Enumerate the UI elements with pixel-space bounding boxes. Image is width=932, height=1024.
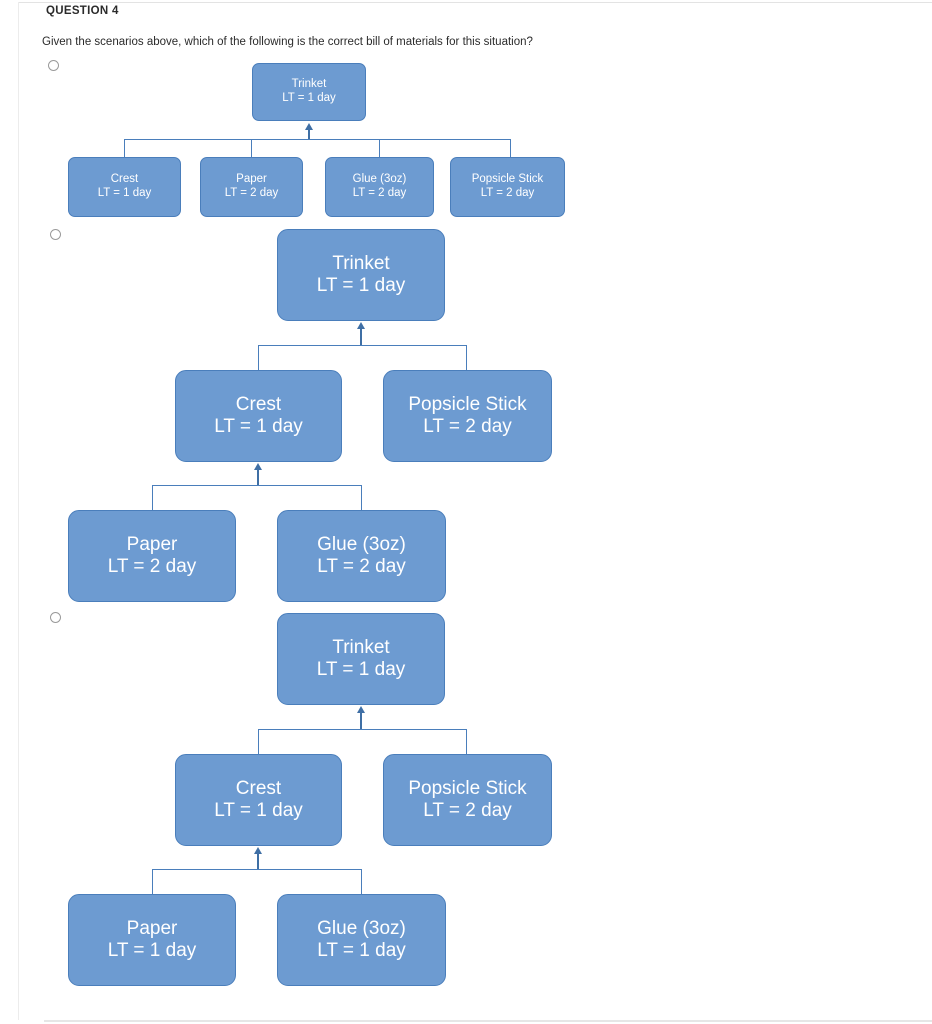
node-paper-c: Paper LT = 1 day [68,894,236,986]
node-lead-time: LT = 2 day [423,800,512,821]
node-title: Popsicle Stick [408,777,527,799]
node-trinket-a: Trinket LT = 1 day [252,63,366,121]
node-crest-c: Crest LT = 1 day [175,754,342,846]
node-popsicle-stick-a: Popsicle Stick LT = 2 day [450,157,565,217]
top-divider [18,2,932,3]
node-crest-a: Crest LT = 1 day [68,157,181,217]
arrow-to-crest-b [254,463,262,470]
connector-drop-a-4 [510,139,511,157]
node-title: Paper [236,173,267,186]
node-title: Trinket [332,252,390,274]
node-title: Glue (3oz) [317,533,406,555]
question-prompt-text: Given the scenarios above, which of the … [42,36,533,48]
node-trinket-b: Trinket LT = 1 day [277,229,445,321]
node-glue-b: Glue (3oz) LT = 2 day [277,510,446,602]
node-popsicle-stick-c: Popsicle Stick LT = 2 day [383,754,552,846]
node-lead-time: LT = 1 day [214,800,303,821]
node-lead-time: LT = 2 day [224,187,279,199]
connector-stem-b2 [257,470,259,486]
node-lead-time: LT = 1 day [317,940,406,961]
connector-stem-a [308,130,310,140]
connector-drop-c2-2 [361,869,362,894]
node-paper-a: Paper LT = 2 day [200,157,303,217]
connector-drop-c-1 [258,729,259,754]
node-glue-c: Glue (3oz) LT = 1 day [277,894,446,986]
radio-option-b[interactable] [50,229,61,240]
node-popsicle-stick-b: Popsicle Stick LT = 2 day [383,370,552,462]
node-title: Trinket [291,78,327,91]
connector-drop-b2-1 [152,485,153,510]
connector-drop-c-2 [466,729,467,754]
arrow-to-crest-c [254,847,262,854]
connector-stem-b [360,329,362,346]
node-lead-time: LT = 2 day [352,187,407,199]
node-title: Crest [235,393,282,415]
node-lead-time: LT = 2 day [423,416,512,437]
left-divider [18,2,19,1020]
connector-drop-b-2 [466,345,467,370]
connector-drop-b-1 [258,345,259,370]
arrow-to-trinket-c [357,706,365,713]
node-title: Crest [110,173,139,186]
node-lead-time: LT = 1 day [214,416,303,437]
node-title: Glue (3oz) [317,917,406,939]
node-title: Popsicle Stick [408,393,527,415]
node-trinket-c: Trinket LT = 1 day [277,613,445,705]
node-lead-time: LT = 1 day [282,92,336,104]
radio-option-a[interactable] [48,60,59,71]
node-lead-time: LT = 1 day [316,275,406,296]
node-lead-time: LT = 2 day [107,556,197,577]
node-title: Crest [235,777,282,799]
radio-option-c[interactable] [50,612,61,623]
connector-drop-b2-2 [361,485,362,510]
connector-bus-c [258,729,467,730]
connector-bus-c2 [152,869,362,870]
node-lead-time: LT = 1 day [316,659,406,680]
arrow-to-trinket-b [357,322,365,329]
node-title: Popsicle Stick [471,173,544,186]
node-crest-b: Crest LT = 1 day [175,370,342,462]
arrow-to-trinket-a [305,123,313,130]
node-title: Trinket [332,636,390,658]
bottom-divider [44,1020,932,1022]
connector-stem-c [360,713,362,730]
node-title: Paper [126,533,178,555]
question-number-heading: QUESTION 4 [46,5,119,17]
connector-bus-b2 [152,485,362,486]
connector-bus-b [258,345,467,346]
connector-drop-c2-1 [152,869,153,894]
node-title: Glue (3oz) [352,173,407,186]
node-lead-time: LT = 1 day [97,187,152,199]
node-title: Paper [126,917,178,939]
connector-drop-a-1 [124,139,125,157]
connector-stem-c2 [257,854,259,870]
node-glue-a: Glue (3oz) LT = 2 day [325,157,434,217]
node-lead-time: LT = 2 day [480,187,535,199]
connector-drop-a-2 [251,139,252,157]
connector-drop-a-3 [379,139,380,157]
node-lead-time: LT = 1 day [107,940,197,961]
connector-bus-a [124,139,510,140]
node-paper-b: Paper LT = 2 day [68,510,236,602]
node-lead-time: LT = 2 day [317,556,406,577]
